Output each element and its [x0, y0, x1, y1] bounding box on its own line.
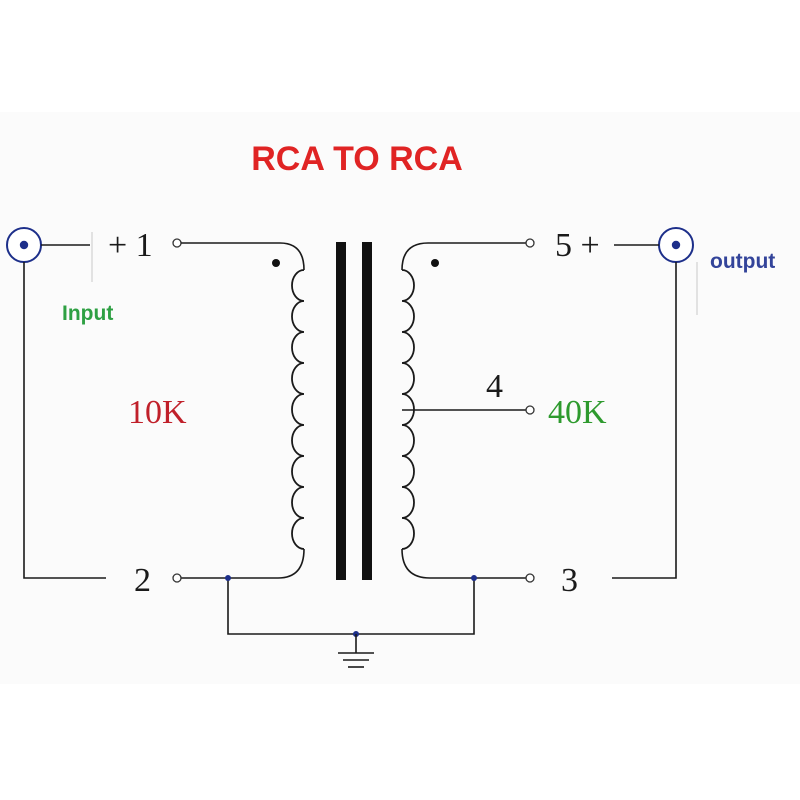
core-bar-right [362, 242, 372, 580]
secondary-lead-bottom [401, 548, 526, 579]
junction-dot-secondary [471, 575, 477, 581]
terminal-2 [172, 573, 182, 583]
secondary-impedance: 40K [548, 394, 607, 431]
input-rca-jack-icon [6, 227, 42, 263]
terminal-3-label: 3 [561, 562, 578, 599]
terminal-5 [525, 238, 535, 248]
primary-lead-bottom [181, 548, 305, 579]
core-bar-left [336, 242, 346, 580]
input-ground-wire [23, 262, 106, 579]
terminal-1 [172, 238, 182, 248]
ground-bus [227, 578, 475, 635]
primary-polarity-dot [272, 259, 280, 267]
output-label: output [710, 250, 775, 273]
terminal-3 [525, 573, 535, 583]
primary-lead-top [181, 242, 305, 271]
junction-dot-primary [225, 575, 231, 581]
secondary-lead-top [401, 242, 526, 271]
output-rca-jack-icon [658, 227, 694, 263]
terminal-4-label: 4 [486, 368, 503, 405]
output-ground-wire [612, 262, 677, 579]
terminal-5-label: 5 + [555, 227, 600, 264]
primary-impedance: 10K [128, 394, 187, 431]
diagram-background [0, 112, 800, 684]
terminal-4 [525, 405, 535, 415]
ground-icon [338, 634, 374, 668]
secondary-polarity-dot [431, 259, 439, 267]
primary-coil [291, 269, 305, 550]
terminal-1-label: + 1 [108, 227, 153, 264]
input-label: Input [62, 302, 113, 325]
diagram-title: RCA TO RCA [251, 140, 463, 178]
terminal-2-label: 2 [134, 562, 151, 599]
